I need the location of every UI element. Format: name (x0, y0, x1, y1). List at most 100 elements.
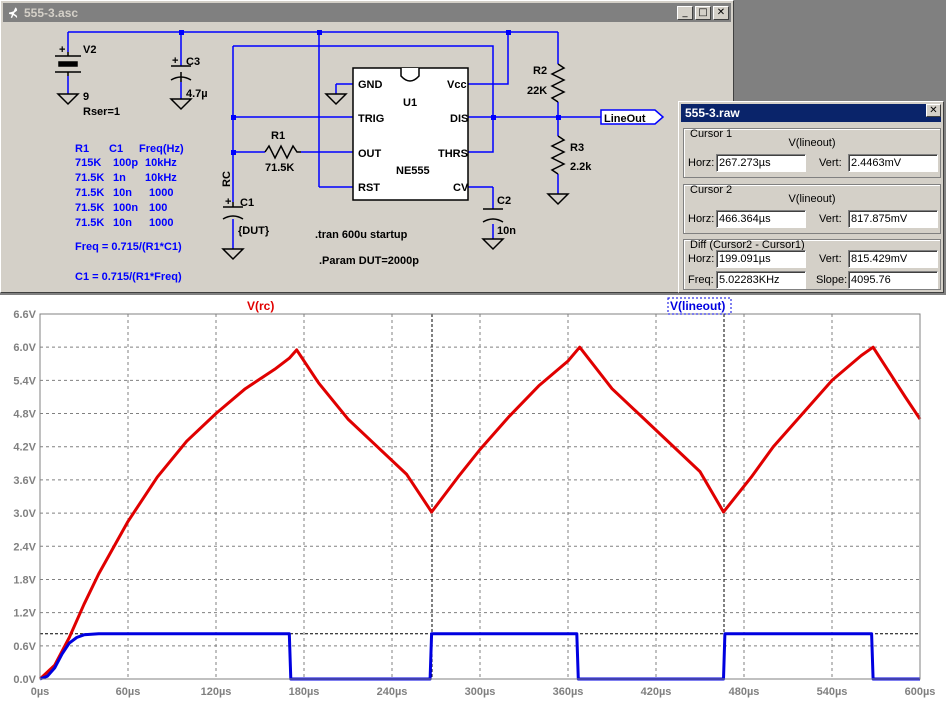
diff-slope-field[interactable]: 4095.76 (848, 271, 938, 289)
y-tick-label: 6.6V (13, 309, 36, 321)
y-tick-label: 0.6V (13, 641, 36, 653)
cursor-window-close-button[interactable]: ✕ (926, 104, 941, 117)
cursor2-horz-label: Horz: (688, 213, 715, 225)
c3-value: 4.7µ (186, 88, 208, 100)
y-tick-label: 1.2V (13, 608, 36, 620)
table-header-r1: R1 (75, 143, 89, 155)
cursor1-vert-field[interactable]: 2.4463mV (848, 154, 938, 172)
maximize-button[interactable]: □ (695, 5, 711, 20)
c2-name: C2 (497, 195, 511, 207)
table-cell: 100p (113, 157, 138, 169)
y-tick-label: 3.6V (13, 475, 36, 487)
table-cell: 100 (149, 202, 167, 214)
pin-trig: TRIG (358, 113, 384, 125)
ltspice-app-icon: ⊀ (7, 5, 19, 20)
table-cell: 71.5K (75, 187, 104, 199)
y-tick-label: 5.4V (13, 375, 36, 387)
schematic-title: 555-3.asc (24, 5, 79, 20)
x-tick-label: 240µs (377, 686, 408, 698)
waveform-plot[interactable]: 0.0V0.6V1.2V1.8V2.4V3.0V3.6V4.2V4.8V5.4V… (0, 295, 946, 709)
v2-name: V2 (83, 44, 96, 56)
table-cell: 1000 (149, 217, 173, 229)
x-tick-label: 420µs (641, 686, 672, 698)
table-cell: 10kHz (145, 172, 177, 184)
table-cell: 100n (113, 202, 138, 214)
x-tick-label: 180µs (289, 686, 320, 698)
table-cell: 10kHz (145, 157, 177, 169)
table-cell: 71.5K (75, 172, 104, 184)
table-cell: 10n (113, 217, 132, 229)
y-tick-label: 2.4V (13, 541, 36, 553)
pin-dis: DIS (450, 113, 468, 125)
series-vrc-line (38, 345, 922, 681)
diff-group: Diff (Cursor2 - Cursor1) Horz: 199.091µs… (683, 239, 941, 290)
cursor2-vert-field[interactable]: 817.875mV (848, 210, 938, 228)
diff-horz-field[interactable]: 199.091µs (716, 250, 806, 268)
table-cell: 71.5K (75, 217, 104, 229)
diff-vert-field[interactable]: 815.429mV (848, 250, 938, 268)
cursor1-group: Cursor 1 V(lineout) Horz: 267.273µs Vert… (683, 128, 941, 178)
rc-net-label: RC (221, 171, 233, 187)
cursor2-horz-field[interactable]: 466.364µs (716, 210, 806, 228)
r1-name: R1 (271, 130, 285, 142)
c1-plus: + (225, 196, 231, 208)
x-tick-label: 360µs (553, 686, 584, 698)
v2-value: 9 (83, 91, 89, 103)
r2-value: 22K (527, 85, 547, 97)
table-cell: 715K (75, 157, 101, 169)
pin-cv: CV (453, 182, 469, 194)
r2-name: R2 (533, 65, 547, 77)
y-tick-label: 4.8V (13, 409, 36, 421)
x-tick-label: 60µs (116, 686, 141, 698)
u1-name: U1 (403, 97, 417, 109)
cursor1-horz-field[interactable]: 267.273µs (716, 154, 806, 172)
cursor2-vert-label: Vert: (819, 213, 842, 225)
pin-rst: RST (358, 182, 380, 194)
r1-value: 71.5K (265, 162, 294, 174)
c1-value: {DUT} (238, 225, 270, 237)
table-header-c1: C1 (109, 143, 123, 155)
minimize-button[interactable]: _ (677, 5, 693, 20)
tran-directive: .tran 600u startup (315, 229, 408, 241)
plot-grid (39, 313, 921, 680)
table-cell: 71.5K (75, 202, 104, 214)
x-tick-label: 0µs (31, 686, 50, 698)
diff-horz-label: Horz: (688, 253, 715, 265)
legend-vlineout-box (667, 297, 732, 315)
c1-name: C1 (240, 197, 254, 209)
formula-c1: C1 = 0.715/(R1*Freq) (75, 271, 182, 283)
r3-value: 2.2k (570, 161, 592, 173)
cursor-window: 555-3.raw ✕ Cursor 1 V(lineout) Horz: 26… (678, 101, 944, 293)
x-tick-label: 120µs (201, 686, 232, 698)
lineout-label: LineOut (604, 113, 646, 125)
cursor1-trace: V(lineout) (788, 137, 836, 149)
legend-vrc[interactable]: V(rc) (247, 299, 274, 313)
v2-plus: + (59, 44, 65, 56)
schematic-canvas[interactable]: + + + V2 9 Rser=1 C3 4.7µ R1 71.5K R2 22… (3, 24, 731, 290)
table-cell: 1000 (149, 187, 173, 199)
schematic-titlebar[interactable]: ⊀ 555-3.asc _ □ ✕ (3, 3, 731, 22)
c3-plus: + (172, 55, 178, 67)
y-tick-label: 1.8V (13, 574, 36, 586)
close-button[interactable]: ✕ (713, 5, 729, 20)
pin-out: OUT (358, 148, 382, 160)
v2-rser: Rser=1 (83, 106, 120, 118)
y-tick-label: 3.0V (13, 508, 36, 520)
diff-freq-label: Freq: (688, 274, 714, 286)
diff-freq-field[interactable]: 5.02283KHz (716, 271, 806, 289)
r3-name: R3 (570, 142, 584, 154)
legend-vlineout[interactable]: V(lineout) (670, 299, 725, 313)
cursor2-trace: V(lineout) (788, 193, 836, 205)
x-tick-label: 300µs (465, 686, 496, 698)
pin-vcc: Vcc (447, 79, 467, 91)
y-axis-ticks: 0.0V0.6V1.2V1.8V2.4V3.0V3.6V4.2V4.8V5.4V… (13, 309, 36, 686)
diff-label: Diff (Cursor2 - Cursor1) (690, 239, 805, 251)
x-tick-label: 540µs (817, 686, 848, 698)
schematic-window: ⊀ 555-3.asc _ □ ✕ (0, 0, 734, 293)
cursor-window-title[interactable]: 555-3.raw (681, 104, 941, 122)
table-cell: 10n (113, 187, 132, 199)
x-tick-label: 600µs (905, 686, 936, 698)
u1-part: NE555 (396, 165, 430, 177)
